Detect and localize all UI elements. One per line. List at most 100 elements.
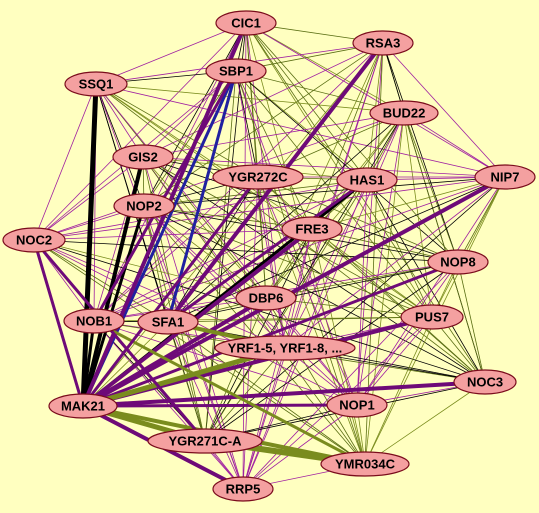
edge-sbp1-pus7: [235, 70, 433, 318]
node-yrf1[interactable]: YRF1-5, YRF1-8, ...: [214, 335, 356, 361]
edge-bud22-gis2: [142, 112, 405, 158]
node-shape: [113, 193, 175, 219]
edge-nip7-fre3: [311, 176, 506, 230]
node-label: BUD22: [383, 106, 426, 121]
node-shape: [326, 392, 388, 418]
node-label: NOB1: [76, 314, 112, 329]
edge-strong-nip7-mak21: [81, 175, 507, 408]
node-label: YGR271C-A: [169, 434, 243, 449]
edge-fre3-noc2: [33, 228, 313, 241]
node-shape: [205, 58, 267, 84]
node-ssq1[interactable]: SSQ1: [64, 71, 128, 97]
node-ygr271ca[interactable]: YGR271C-A: [147, 428, 263, 454]
node-fre3[interactable]: FRE3: [281, 216, 343, 242]
node-label: NOP8: [440, 255, 475, 270]
edge-strong-noc2-ygr271ca: [32, 238, 207, 443]
node-label: SFA1: [152, 315, 185, 330]
edge-cic1-noc2: [33, 22, 247, 241]
node-shape: [235, 285, 297, 311]
edge-strong-nop2-mak21: [81, 204, 146, 408]
node-nop2[interactable]: NOP2: [113, 193, 175, 219]
node-ygr272c[interactable]: YGR272C: [212, 164, 304, 190]
edge-gis2-noc2: [33, 156, 144, 241]
edge-strong-nop8-mak21: [81, 260, 460, 408]
node-label: YMR034C: [335, 457, 396, 472]
edge-rsa3-rrp5: [242, 42, 384, 490]
node-label: NOC2: [16, 233, 52, 248]
edge-has1-noc3: [366, 179, 486, 383]
node-nop1[interactable]: NOP1: [326, 392, 388, 418]
edge-strong-nop1-mak21: [81, 403, 359, 408]
edge-has1-rrp5: [242, 179, 368, 490]
node-rrp5[interactable]: RRP5: [212, 476, 274, 502]
node-shape: [212, 164, 304, 190]
node-sbp1[interactable]: SBP1: [205, 58, 267, 84]
node-label: NOP2: [126, 199, 161, 214]
edge-dbp6-ygr271ca: [204, 297, 267, 442]
node-shape: [453, 369, 517, 395]
edge-rsa3-mak21: [82, 42, 384, 407]
edge-nip7-noc2: [33, 176, 506, 241]
node-label: YRF1-5, YRF1-8, ...: [228, 341, 343, 356]
node-pus7[interactable]: PUS7: [400, 304, 464, 330]
edge-ygr272c-nop1: [257, 176, 358, 406]
edge-strong-noc2-mak21: [32, 238, 85, 408]
node-label: MAK21: [61, 399, 105, 414]
edge-nop8-dbp6: [265, 261, 459, 299]
edge-strong-ygr272c-mak21: [81, 175, 260, 408]
node-shape: [320, 451, 410, 477]
node-shape: [427, 249, 489, 275]
node-dbp6[interactable]: DBP6: [235, 285, 297, 311]
node-nip7[interactable]: NIP7: [474, 164, 536, 190]
node-label: GIS2: [128, 150, 158, 165]
node-cic1[interactable]: CIC1: [215, 10, 277, 36]
edge-has1-nop1: [356, 179, 368, 406]
edge-strong-ssq1-mak21: [80, 81, 99, 409]
edge-noc2-nop8: [33, 239, 459, 263]
node-ymr034c[interactable]: YMR034C: [320, 451, 410, 477]
edge-cic1-has1: [245, 22, 368, 181]
edge-noc2-yrf1: [33, 239, 286, 349]
edge-bud22-nop8: [403, 112, 459, 263]
edge-nip7-nop2: [143, 176, 506, 207]
node-bud22[interactable]: BUD22: [369, 100, 439, 126]
edge-dbp6-ymr034c: [265, 297, 366, 465]
edge-noc2-sfa1: [33, 239, 169, 323]
node-noc2[interactable]: NOC2: [2, 227, 66, 253]
node-label: RSA3: [366, 36, 401, 51]
node-label: DBP6: [249, 291, 284, 306]
edge-sfa1-pus7: [167, 316, 433, 323]
edge-gis2-nop8: [142, 156, 459, 263]
node-label: CIC1: [231, 16, 261, 31]
node-shape: [147, 428, 263, 454]
node-label: NOC3: [467, 375, 503, 390]
node-gis2[interactable]: GIS2: [112, 144, 174, 170]
edge-fre3-noc3: [311, 228, 486, 383]
node-nob1[interactable]: NOB1: [63, 308, 125, 334]
edge-cic1-nip7: [245, 22, 506, 178]
node-noc3[interactable]: NOC3: [453, 369, 517, 395]
edge-nop8-sfa1: [167, 261, 459, 323]
node-label: RRP5: [226, 482, 261, 497]
node-shape: [2, 227, 66, 253]
edge-strong-nob1-ymr034c: [92, 319, 367, 466]
edge-sbp1-ygr272c: [235, 70, 259, 178]
edge-sfa1-ymr034c: [167, 321, 366, 465]
edge-pus7-ymr034c: [364, 316, 433, 465]
edge-gis2-ymr034c: [142, 156, 366, 465]
node-has1[interactable]: HAS1: [336, 167, 398, 193]
edge-bud22-yrf1: [284, 112, 405, 349]
node-sfa1[interactable]: SFA1: [137, 309, 199, 335]
node-shape: [352, 30, 414, 56]
edge-nop2-yrf1: [143, 205, 286, 349]
node-rsa3[interactable]: RSA3: [352, 30, 414, 56]
edge-rsa3-nop8: [382, 42, 459, 263]
edge-nip7-pus7: [431, 176, 506, 318]
node-mak21[interactable]: MAK21: [48, 393, 118, 419]
node-label: NIP7: [491, 170, 520, 185]
edge-nip7-yrf1: [284, 176, 506, 349]
edge-yrf1-rrp5: [242, 347, 286, 490]
edge-sbp1-fre3: [235, 70, 313, 230]
node-nop8[interactable]: NOP8: [427, 249, 489, 275]
